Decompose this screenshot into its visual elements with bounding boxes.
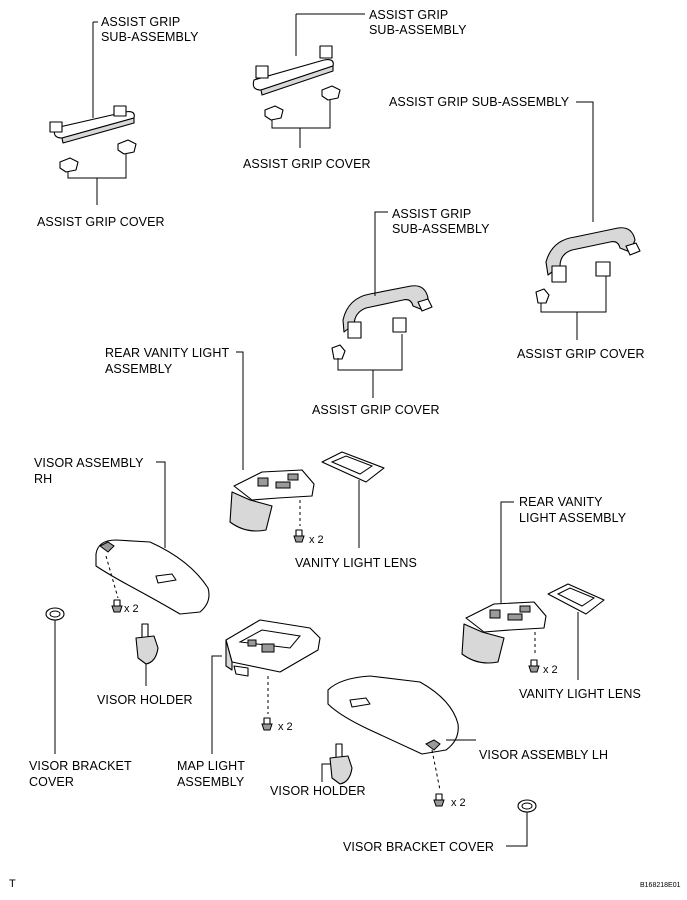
figure-code: B168218E01 [640,882,681,889]
assist-grip-sub-assembly-2-label-a: ASSIST GRIP [369,8,449,22]
assist-grip-3-leader [576,101,594,222]
assist-grip-sub-assembly-4-label-a: ASSIST GRIP [392,207,472,221]
visor-rh-drawing [95,539,210,615]
rear-vanity-light-2-drawing [461,601,547,664]
assist-grip-cover-1-label: ASSIST GRIP COVER [37,215,165,229]
visor-assembly-rh-label-a: VISOR ASSEMBLY [34,456,144,470]
assist-grip-cover-4-label: ASSIST GRIP COVER [312,403,440,417]
assist-grip-4-drawing [331,285,433,360]
rear-vanity-light-2-label-b: LIGHT ASSEMBLY [519,511,627,525]
visor-bracket-cover-2-drawing [517,799,537,813]
assist-grip-2-drawing [252,45,341,121]
assist-grip-1-leader [92,21,98,118]
assist-grip-cover-4-leader [337,334,403,398]
map-light-drawing [225,619,321,677]
visor-assembly-lh-label: VISOR ASSEMBLY LH [479,748,609,762]
visor-holder-2-drawing [329,743,353,785]
vanity-light-lens-2-label: VANITY LIGHT LENS [519,687,641,701]
assist-grip-cover-3-leader [540,276,607,340]
visor-holder-2-label: VISOR HOLDER [270,784,366,798]
visor-bracket-cover-1-drawing [45,607,65,621]
assist-grip-1-drawing [49,105,137,173]
corner-mark: T [9,878,16,890]
assist-grip-cover-3-label: ASSIST GRIP COVER [517,347,645,361]
screw-2-icon [528,659,540,673]
vanity-light-lens-2-drawing [547,583,605,615]
quantity-label-vanity-2: x 2 [543,664,558,676]
assist-grip-cover-1-leader [67,154,127,205]
assist-grip-sub-assembly-1-label-b: SUB-ASSEMBLY [101,30,199,44]
quantity-label-vanity-1: x 2 [309,534,324,546]
map-light-assembly-label-b: ASSEMBLY [177,775,245,789]
visor-holder-1-label: VISOR HOLDER [97,693,193,707]
visor-bracket-cover-2-label: VISOR BRACKET COVER [343,840,495,854]
quantity-label-visor-lh: x 2 [451,797,466,809]
assist-grip-sub-assembly-3-label: ASSIST GRIP SUB-ASSEMBLY [389,95,570,109]
assist-grip-3-drawing [535,227,641,304]
quantity-label-map-light: x 2 [278,721,293,733]
assist-grip-sub-assembly-4-label-b: SUB-ASSEMBLY [392,222,490,236]
screw-4-icon [261,717,273,731]
assist-grip-4-leader [374,211,388,296]
screw-1-icon [293,529,305,543]
assist-grip-2-leader [295,13,365,56]
visor-bracket-cover-1-label-b: COVER [29,775,74,789]
screw-5-icon [433,793,445,807]
visor-bracket-cover-2-leader [506,812,528,847]
vanity-light-lens-1-drawing [321,451,385,483]
rear-vanity-light-2-label-a: REAR VANITY [519,495,603,509]
rear-vanity-light-1-drawing [229,469,315,532]
assist-grip-cover-2-leader [271,100,331,148]
assist-grip-sub-assembly-1-label-a: ASSIST GRIP [101,15,181,29]
assist-grip-sub-assembly-2-label-b: SUB-ASSEMBLY [369,23,467,37]
visor-rh-leader [156,461,166,548]
screw-3-icon [111,599,123,613]
rear-vanity-light-1-leader [236,351,244,470]
map-light-assembly-label-a: MAP LIGHT [177,759,246,773]
visor-holder-1-drawing [135,623,159,665]
rear-vanity-light-2-leader [500,501,514,603]
visor-lh-screw-path [431,749,441,791]
rear-vanity-light-1-label-b: ASSEMBLY [105,362,173,376]
visor-rh-screw-path [105,555,119,599]
visor-bracket-cover-1-label-a: VISOR BRACKET [29,759,132,773]
visor-holder-2-leader [321,763,330,782]
visor-assembly-rh-label-b: RH [34,472,53,486]
quantity-label-visor-rh: x 2 [124,603,139,615]
visor-bracket-cover-1-inner [49,610,61,618]
vanity-light-lens-1-label: VANITY LIGHT LENS [295,556,417,570]
map-light-leader [211,655,222,754]
assist-grip-cover-2-label: ASSIST GRIP COVER [243,157,371,171]
rear-vanity-light-1-label-a: REAR VANITY LIGHT [105,346,230,360]
visor-bracket-cover-2-inner [521,802,533,810]
visor-lh-drawing [327,675,459,755]
